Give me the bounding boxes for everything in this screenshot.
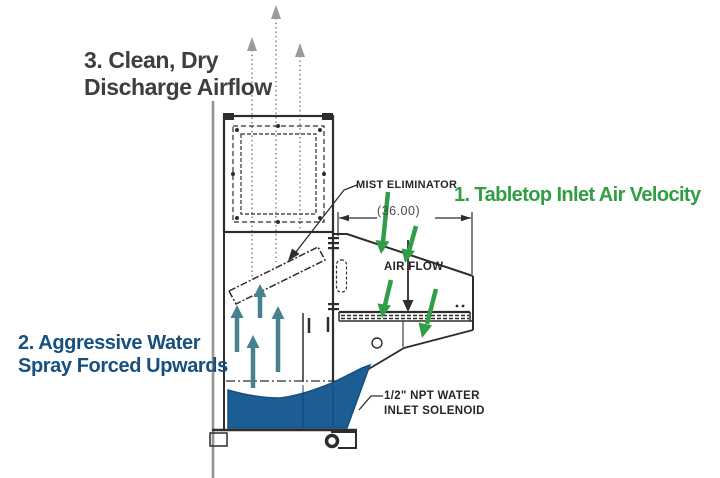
hinge-ticks xyxy=(328,237,339,311)
step1-tabletop-inlet-label: 1. Tabletop Inlet Air Velocity xyxy=(454,184,701,206)
drain-hole-icon xyxy=(371,337,383,349)
filter-fastener-dots xyxy=(231,124,326,224)
exhaust-plenum-cabinet xyxy=(222,113,335,234)
solenoid-line2: INLET SOLENOID xyxy=(384,404,485,417)
mist-eliminator-leader xyxy=(288,184,358,261)
tabletop-dimension xyxy=(337,206,473,274)
step3-line2: Discharge Airflow xyxy=(84,73,272,100)
under-table-duct xyxy=(302,313,404,382)
water-spray-arrows-icon xyxy=(230,284,285,388)
step2-water-spray-label: 2. Aggressive Water Spray Forced Upwards xyxy=(18,332,228,378)
solenoid-line1: 1/2" NPT WATER xyxy=(384,390,480,402)
mist-eliminator-baffle xyxy=(227,246,327,305)
step2-line2: Spray Forced Upwards xyxy=(18,355,228,378)
door-handle-icon xyxy=(335,259,348,293)
tabletop-width-dimension-text: (36.00) xyxy=(377,204,421,218)
step3-line1: 3. Clean, Dry xyxy=(84,47,219,73)
filter-panel-inner xyxy=(240,133,317,215)
step2-line1: 2. Aggressive Water xyxy=(18,332,201,354)
solenoid-leader xyxy=(358,395,383,411)
filter-panel-outer xyxy=(232,125,325,223)
water-inlet-solenoid-callout: 1/2" NPT WATER INLET SOLENOID xyxy=(384,389,485,419)
step3-clean-discharge-label: 3. Clean, Dry Discharge Airflow xyxy=(84,47,272,100)
leveling-foot xyxy=(209,432,228,447)
tabletop-surface xyxy=(338,304,473,322)
air-flow-callout: AIR FLOW xyxy=(384,261,444,273)
mist-eliminator-callout: MIST ELIMINATOR xyxy=(356,179,458,191)
drain-fitting-icon xyxy=(324,433,340,449)
water-sump xyxy=(227,363,372,429)
discharge-airflow-arrows-icon xyxy=(247,5,305,288)
base-frame xyxy=(209,428,357,449)
inlet-air-arrows-icon xyxy=(375,191,439,338)
